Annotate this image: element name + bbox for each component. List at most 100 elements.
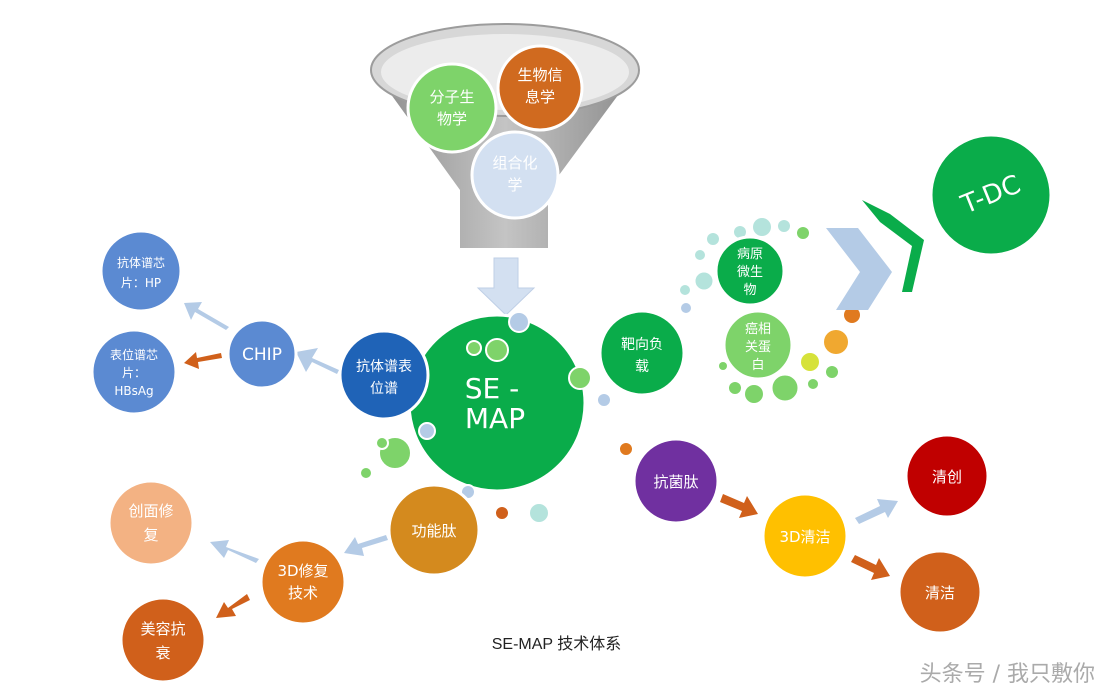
cancer-protein-label-2: 关蛋 xyxy=(745,340,771,355)
arrow-chip-to-hbsag xyxy=(184,352,222,369)
chip-label: CHIP xyxy=(242,345,282,365)
funnel-bioinformatics-label-1: 生物信 xyxy=(517,66,562,84)
spiral-bubbles xyxy=(680,218,860,403)
bubble xyxy=(375,436,389,450)
repair-3d-label-1: 3D修复 xyxy=(277,562,328,580)
tdc-node: T-DC xyxy=(929,133,1053,257)
bubble xyxy=(466,340,482,356)
bubble xyxy=(826,366,838,378)
functional-peptide-node: 功能肽 xyxy=(387,483,481,577)
arrow-3dclean-to-debride xyxy=(855,499,898,524)
funnel-bioinformatics-label-2: 息学 xyxy=(525,88,555,106)
chip-node: CHIP xyxy=(226,318,298,390)
chip-hp-node: 抗体谱芯 片：HP xyxy=(99,229,183,313)
repair-3d-label-2: 技术 xyxy=(288,584,318,602)
arrow-3dclean-to-clean xyxy=(851,555,890,580)
cleaning-label: 清洁 xyxy=(925,584,955,602)
bubble xyxy=(719,362,727,370)
bubble xyxy=(824,330,848,354)
funnel-molecular-biology: 分子生 物学 xyxy=(406,62,498,154)
arrow-antibody-to-chip xyxy=(296,348,339,374)
chip-hbsag-label-1: 表位谱芯 xyxy=(110,347,158,362)
bubble xyxy=(729,382,741,394)
diagram-caption: SE-MAP 技术体系 xyxy=(491,636,622,653)
bubble xyxy=(707,233,719,245)
funnel-bioinformatics: 生物信 息学 xyxy=(496,44,584,132)
cancer-protein-label-3: 白 xyxy=(751,357,764,373)
bubble xyxy=(568,366,592,390)
functional-peptide-label: 功能肽 xyxy=(411,522,456,540)
chip-hbsag-node: 表位谱芯 片： HBsAg xyxy=(90,328,178,416)
bubble xyxy=(734,226,746,238)
chip-hbsag-label-2: 片： xyxy=(122,366,146,380)
funnel-combinatorial-chemistry: 组合化 学 xyxy=(470,130,560,220)
bubble xyxy=(528,502,550,524)
se-map-label-1: SE - xyxy=(465,372,519,405)
pathogen-label-2: 微生 xyxy=(737,265,763,280)
center-bubbles xyxy=(359,311,634,524)
bubble xyxy=(680,285,690,295)
antibody-profile-node: 抗体谱表 位谱 xyxy=(338,329,430,421)
funnel-molecular-biology-label-1: 分子生 xyxy=(429,88,474,106)
arrow-repair-to-beauty xyxy=(216,594,250,618)
bubble xyxy=(494,505,510,521)
debridement-node: 清创 xyxy=(904,433,990,519)
antibacterial-peptide-node: 抗菌肽 xyxy=(632,437,720,525)
funnel-combinatorial-chemistry-label-2: 学 xyxy=(507,176,522,194)
debridement-label: 清创 xyxy=(932,468,962,486)
arrow-functional-to-repair xyxy=(344,535,388,556)
pathogen-node: 病原 微生 物 xyxy=(714,235,786,307)
bubble xyxy=(681,303,691,313)
pathogen-label-1: 病原 xyxy=(737,247,763,262)
arrow-chip-to-hp xyxy=(184,302,229,330)
clean-3d-node: 3D清洁 xyxy=(761,492,849,580)
bubble xyxy=(771,374,799,402)
clean-3d-label: 3D清洁 xyxy=(779,528,830,546)
bubble xyxy=(694,271,714,291)
chevron-light-blue xyxy=(826,228,892,310)
wound-repair-node: 创面修 复 xyxy=(107,479,195,567)
bubble xyxy=(418,422,436,440)
chip-hbsag-label-3: HBsAg xyxy=(114,384,153,398)
bubble xyxy=(753,218,771,236)
beauty-anti-aging-node: 美容抗 衰 xyxy=(119,596,207,684)
funnel-combinatorial-chemistry-label-1: 组合化 xyxy=(492,154,537,172)
bubble xyxy=(596,392,612,408)
bubble xyxy=(508,311,530,333)
bubble xyxy=(801,353,819,371)
bubble xyxy=(808,379,818,389)
beauty-anti-aging-label-1: 美容抗 xyxy=(140,620,185,638)
targeted-label-2: 载 xyxy=(635,359,649,375)
chip-hp-label-1: 抗体谱芯 xyxy=(117,255,165,270)
se-map-center: SE - MAP xyxy=(407,313,587,493)
bubble xyxy=(359,466,373,480)
beauty-anti-aging-label-2: 衰 xyxy=(155,644,170,662)
arrow-peptide-to-3dclean xyxy=(720,494,758,518)
chevron-green xyxy=(862,200,924,292)
bubble xyxy=(618,441,634,457)
bubble xyxy=(778,220,790,232)
arrow-repair-to-wound xyxy=(210,540,259,563)
repair-3d-node: 3D修复 技术 xyxy=(259,538,347,626)
antibacterial-peptide-label: 抗菌肽 xyxy=(653,473,698,491)
wound-repair-label-1: 创面修 xyxy=(128,502,173,520)
bubble xyxy=(797,227,809,239)
antibody-profile-label-2: 位谱 xyxy=(370,381,398,397)
bubble xyxy=(695,250,705,260)
cleaning-node: 清洁 xyxy=(897,549,983,635)
chip-hp-label-2: 片：HP xyxy=(121,276,161,290)
watermark: 头条号 / 我只敷你 xyxy=(919,662,1095,687)
bubble xyxy=(844,307,860,323)
targeted-label-1: 靶向负 xyxy=(621,337,663,353)
funnel-down-arrow xyxy=(476,257,536,316)
antibody-profile-label-1: 抗体谱表 xyxy=(356,359,412,375)
bubble xyxy=(745,385,763,403)
wound-repair-label-2: 复 xyxy=(143,526,158,544)
cancer-protein-node: 癌相 关蛋 白 xyxy=(722,309,794,381)
funnel-molecular-biology-label-2: 物学 xyxy=(437,110,467,128)
cancer-protein-label-1: 癌相 xyxy=(745,321,771,337)
bubble xyxy=(485,338,509,362)
targeted-node: 靶向负 载 xyxy=(598,309,686,397)
se-map-label-2: MAP xyxy=(465,402,525,435)
